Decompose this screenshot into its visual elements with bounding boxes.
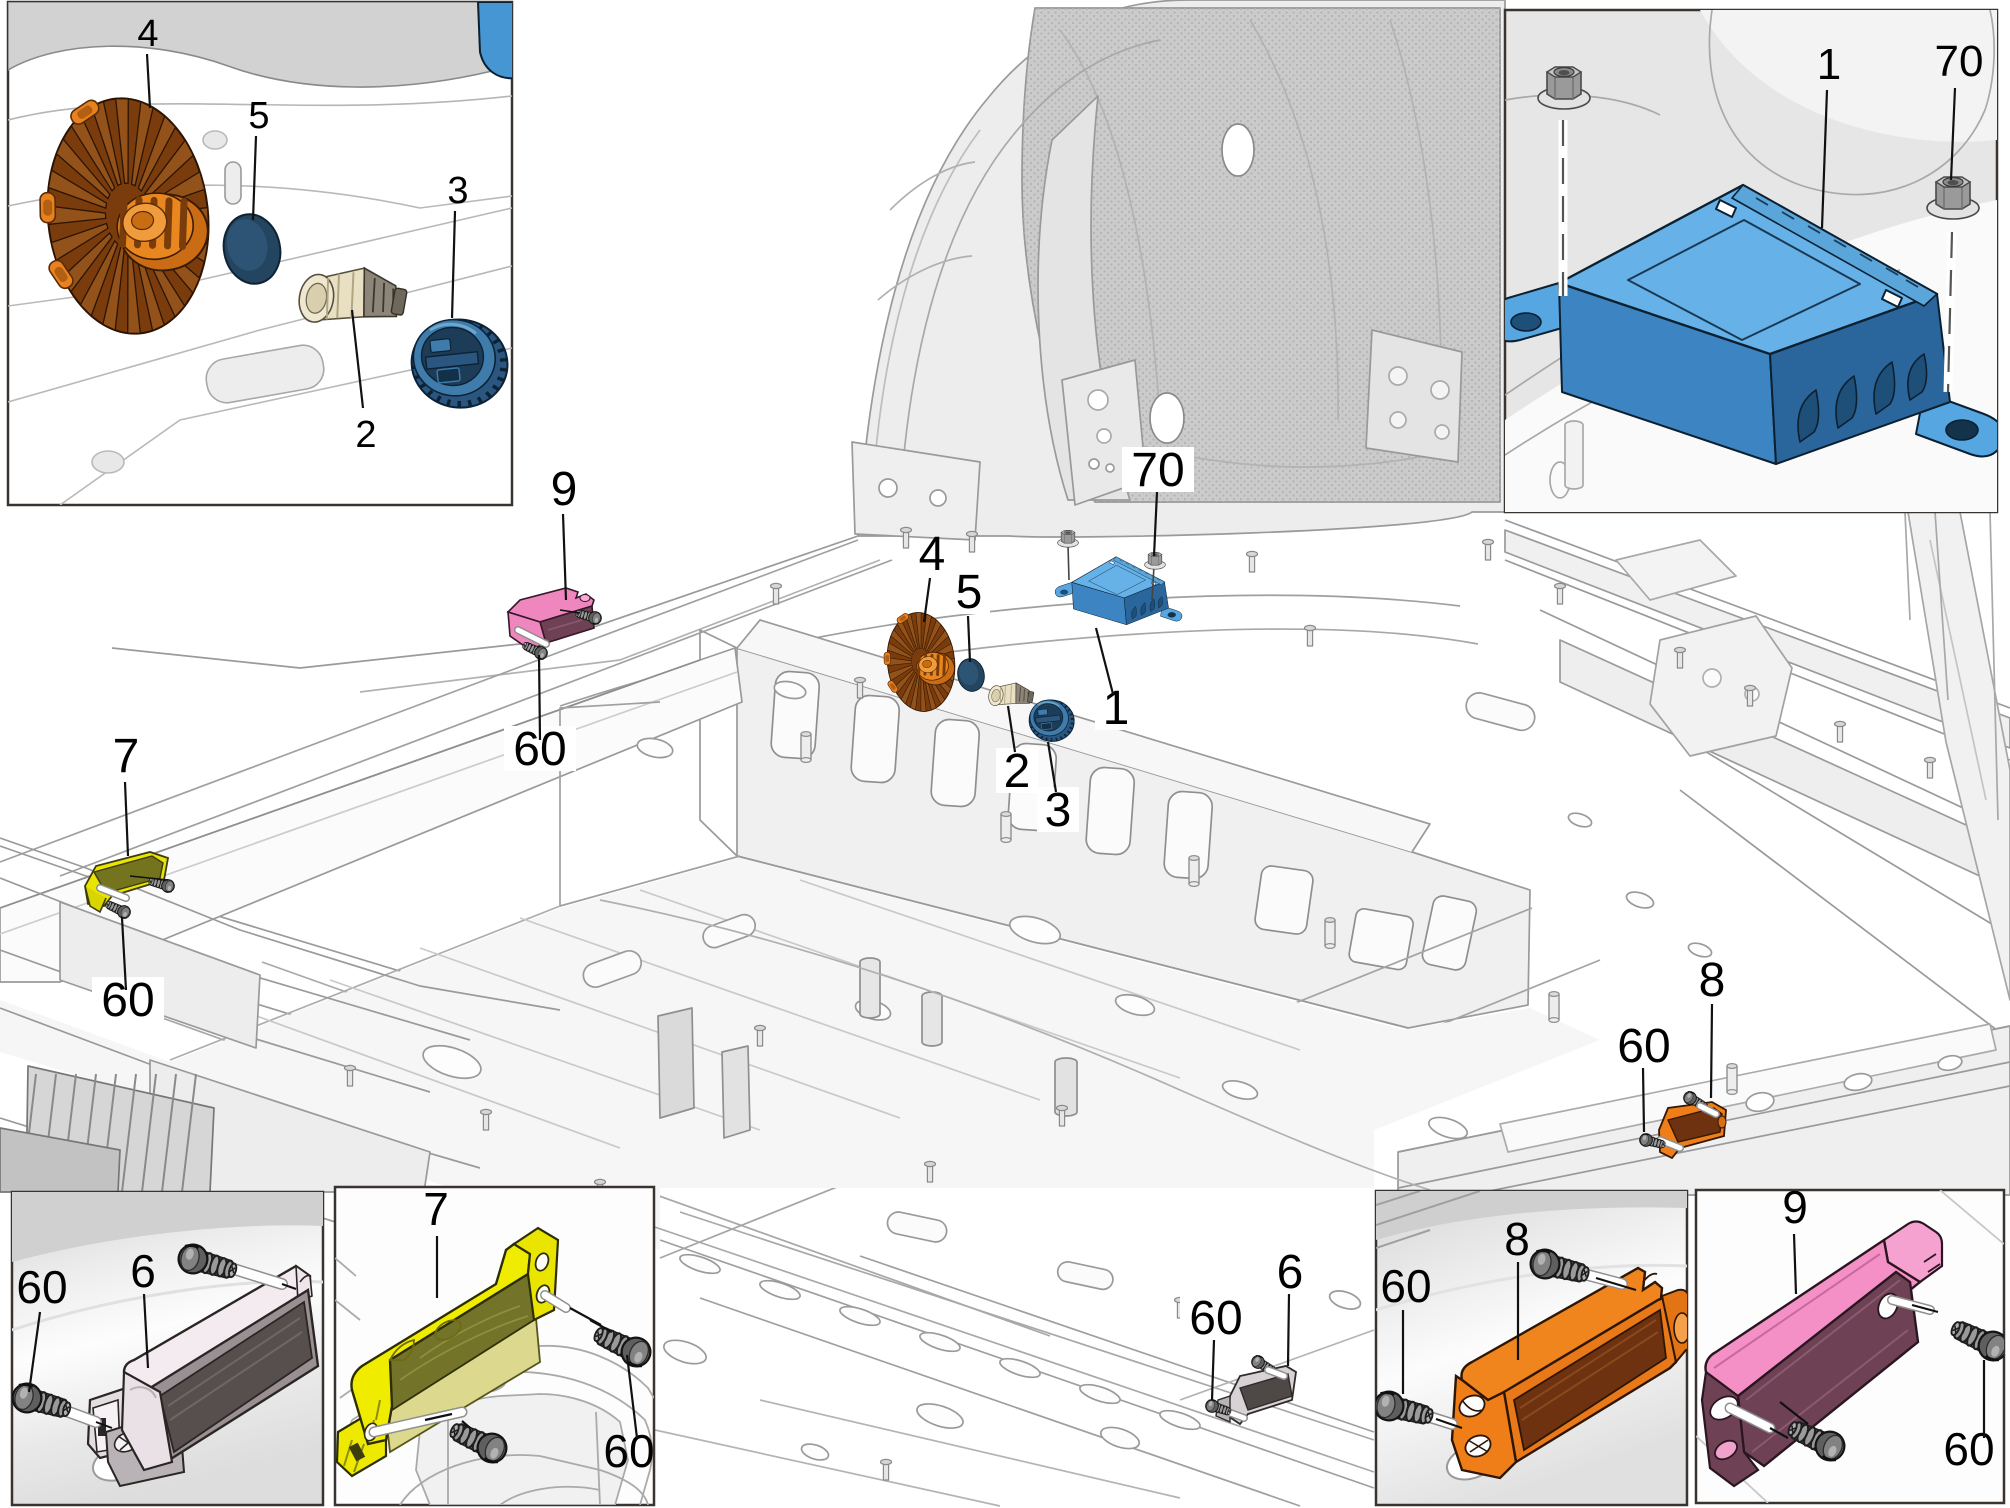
svg-text:60: 60 [101,974,154,1027]
svg-text:2: 2 [1004,745,1031,798]
svg-text:9: 9 [1782,1181,1808,1233]
svg-text:9: 9 [551,463,578,516]
svg-text:4: 4 [919,528,946,581]
svg-text:60: 60 [1617,1020,1670,1073]
svg-text:8: 8 [1699,954,1726,1007]
svg-text:1: 1 [1103,682,1130,735]
svg-text:3: 3 [447,170,468,212]
svg-text:70: 70 [1131,444,1184,497]
svg-text:6: 6 [1277,1246,1304,1299]
svg-text:5: 5 [956,566,983,619]
svg-text:2: 2 [355,414,376,456]
svg-text:60: 60 [1380,1260,1431,1312]
svg-text:60: 60 [16,1261,67,1313]
svg-text:7: 7 [423,1183,449,1235]
svg-text:70: 70 [1935,37,1984,86]
svg-text:60: 60 [1943,1423,1994,1475]
svg-text:60: 60 [603,1425,654,1477]
svg-text:4: 4 [137,13,158,55]
svg-text:60: 60 [1189,1292,1242,1345]
svg-text:1: 1 [1817,40,1841,89]
svg-text:7: 7 [113,730,140,783]
svg-text:6: 6 [130,1245,156,1297]
svg-text:8: 8 [1504,1213,1530,1265]
svg-text:3: 3 [1045,784,1072,837]
svg-text:5: 5 [248,95,269,137]
